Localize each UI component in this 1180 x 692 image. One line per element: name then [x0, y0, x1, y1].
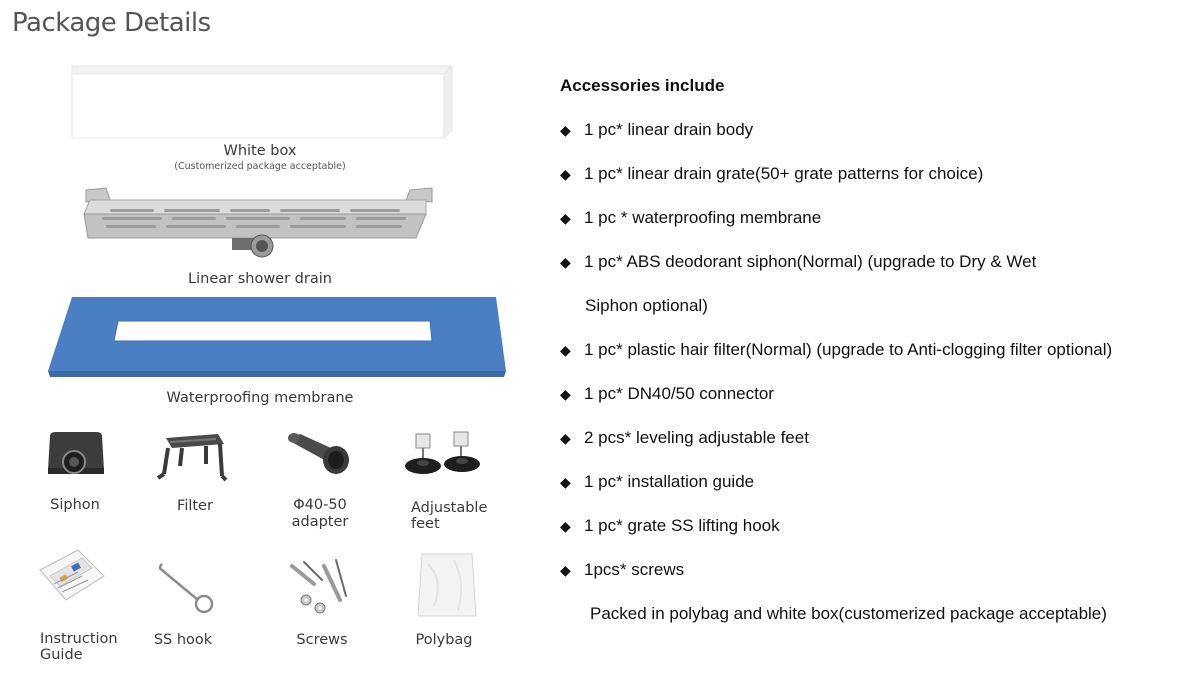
diamond-bullet-icon: ◆	[560, 254, 571, 270]
adapter-label-line2: adapter	[291, 514, 349, 530]
adjustable-feet-label-line2: feet	[411, 516, 440, 532]
ss-hook-image	[158, 563, 214, 614]
instruction-guide-label-line2: Guide	[40, 647, 83, 663]
screws-image	[290, 559, 347, 614]
diamond-bullet-icon: ◆	[560, 430, 571, 446]
diamond-bullet-icon: ◆	[560, 386, 571, 402]
diamond-bullet-icon: ◆	[560, 210, 571, 226]
diamond-bullet-icon: ◆	[560, 122, 571, 138]
diamond-bullet-icon: ◆	[560, 166, 571, 182]
linear-drain-label: Linear shower drain	[188, 271, 332, 287]
packaging-note: Packed in polybag and white box(customer…	[590, 604, 1107, 623]
instruction-guide-image	[39, 549, 105, 601]
list-item: ◆1 pc* linear drain body	[560, 120, 754, 139]
adapter-label-line1: Φ40-50	[293, 497, 347, 513]
list-item: ◆1 pc* installation guide	[560, 472, 755, 491]
siphon-image	[48, 432, 104, 474]
list-item: ◆1 pc* linear drain grate(50+ grate patt…	[560, 164, 984, 183]
polybag-image	[417, 553, 477, 617]
adjustable-feet-label-line1: Adjustable	[411, 500, 488, 516]
white-box-sublabel: (Customerized package acceptable)	[174, 161, 346, 172]
list-item: ◆1 pc * waterproofing membrane	[560, 208, 822, 227]
adapter-image	[288, 433, 349, 474]
accessories-list: ◆1 pc* linear drain body ◆1 pc* linear d…	[560, 120, 1170, 648]
list-item: ◆1 pc* plastic hair filter(Normal) (upgr…	[560, 340, 1113, 359]
adjustable-feet-image	[405, 431, 480, 474]
list-item: ◆1 pc* grate SS lifting hook	[560, 516, 780, 535]
instruction-guide-label-line1: Instruction	[40, 631, 118, 647]
waterproofing-membrane-label: Waterproofing membrane	[166, 390, 354, 406]
white-box-label: White box	[223, 143, 297, 159]
list-item: ◆1 pc* DN40/50 connector	[560, 384, 774, 403]
screws-label: Screws	[296, 632, 348, 648]
diamond-bullet-icon: ◆	[560, 518, 571, 534]
diamond-bullet-icon: ◆	[560, 342, 571, 358]
diamond-bullet-icon: ◆	[560, 474, 571, 490]
list-item-continuation: Siphon optional)	[585, 296, 708, 315]
list-item: ◆1pcs* screws	[560, 560, 685, 579]
filter-label: Filter	[177, 498, 213, 514]
accessories-title: Accessories include	[560, 76, 725, 95]
page-title: Package Details	[12, 8, 211, 38]
waterproofing-membrane-image	[48, 297, 506, 377]
list-item: ◆1 pc* ABS deodorant siphon(Normal) (upg…	[560, 252, 1037, 271]
linear-drain-image	[83, 187, 433, 258]
white-box-image	[71, 64, 453, 140]
filter-image	[156, 434, 228, 482]
siphon-label: Siphon	[50, 497, 100, 513]
diamond-bullet-icon: ◆	[560, 562, 571, 578]
ss-hook-label: SS hook	[153, 632, 213, 648]
polybag-label: Polybag	[415, 632, 473, 648]
list-item: ◆2 pcs* leveling adjustable feet	[560, 428, 809, 447]
